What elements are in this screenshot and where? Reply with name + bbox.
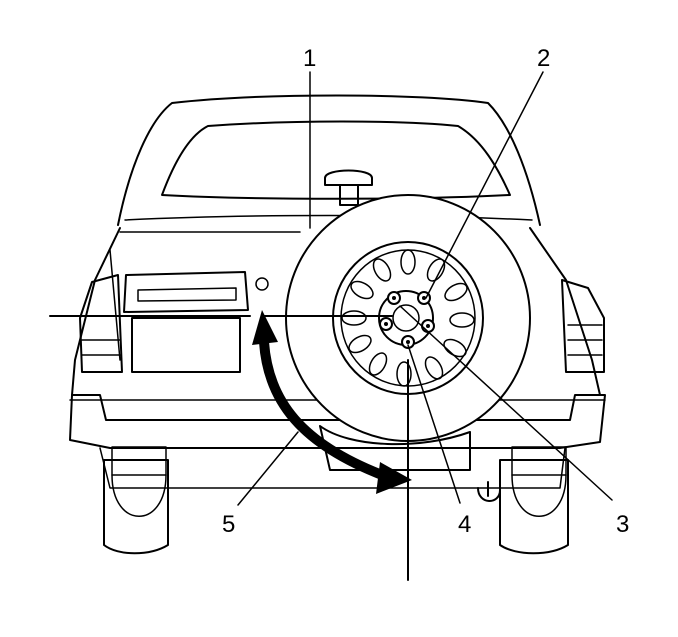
callouts: 1 2 3 4 5 (222, 45, 629, 538)
license-plate-recess (123, 271, 249, 313)
rear-bumper (69, 394, 606, 449)
callout-2: 2 (537, 45, 550, 72)
rear-window (161, 120, 511, 200)
right-tail-lamp (561, 279, 605, 373)
callout-3: 3 (616, 511, 629, 538)
tire-carrier-bracket (319, 425, 471, 471)
swing-arrow (252, 310, 412, 494)
callout-4: 4 (458, 511, 471, 538)
spare-tire (285, 194, 531, 442)
left-tail-lamp (79, 274, 123, 373)
vehicle-rear (69, 94, 606, 555)
roof-outline (117, 94, 541, 226)
tow-hook (477, 481, 501, 502)
body-right-side (529, 227, 601, 396)
wheel-vents (341, 249, 475, 387)
stop-lamp-mount (324, 169, 373, 206)
body-left-side (71, 227, 121, 396)
callout-1: 1 (303, 45, 316, 72)
right-rear-tire (499, 459, 569, 555)
arrow-head-up (252, 310, 278, 345)
centerlines (49, 315, 409, 581)
license-plate (131, 317, 241, 373)
left-rear-tire (103, 459, 169, 555)
leader-lines (237, 71, 613, 506)
callout-5: 5 (222, 511, 235, 538)
arrow-head-down (376, 462, 412, 494)
